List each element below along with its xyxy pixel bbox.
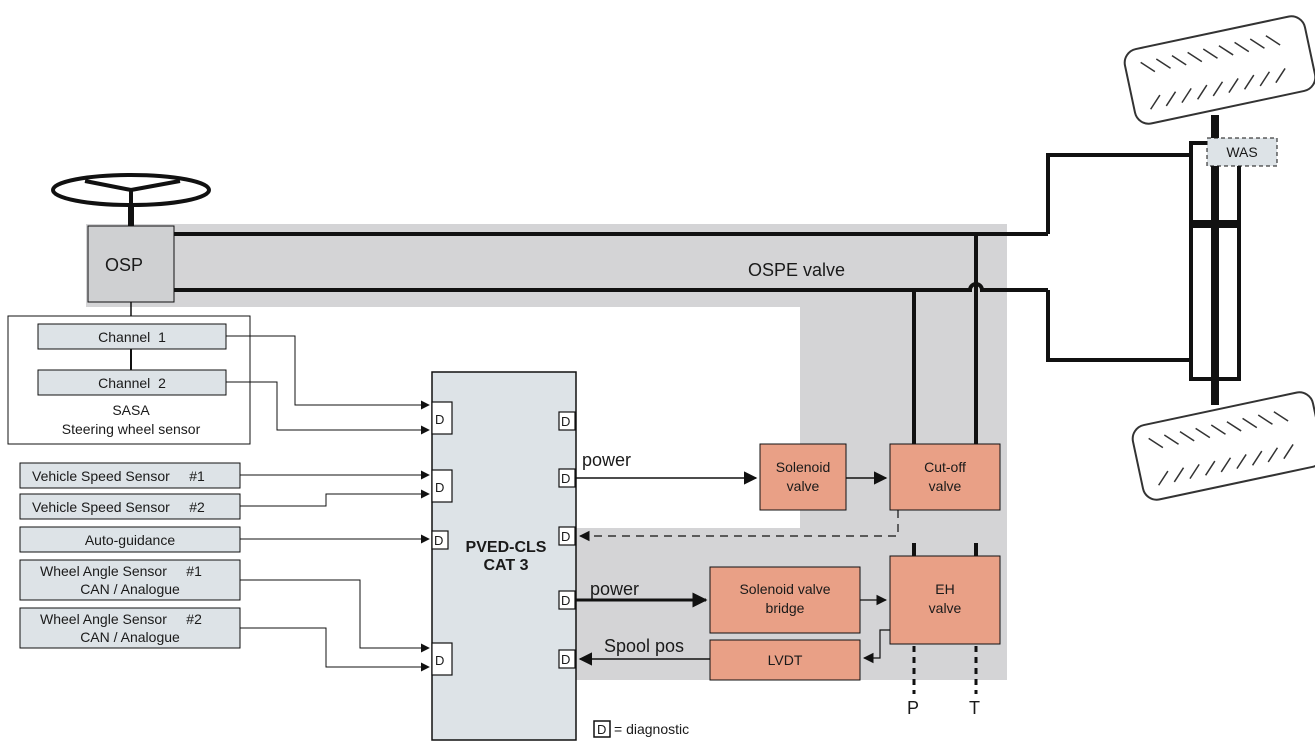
vehicle-speed-sensor-2-label: Vehicle Speed Sensor #2	[32, 499, 205, 515]
wheel-angle-sensor-1-box	[19, 559, 241, 601]
osp-box	[87, 225, 175, 303]
cut-off-valve-label-2: valve	[929, 478, 962, 494]
eh-valve-label-2: valve	[929, 600, 962, 616]
power-signal-label-2: power	[590, 579, 639, 599]
svg-text:D: D	[561, 529, 570, 544]
solenoid-valve-label-2: valve	[787, 478, 820, 494]
svg-text:D: D	[435, 653, 444, 668]
auto-guidance-label: Auto-guidance	[85, 532, 176, 548]
channel-2-box	[37, 369, 227, 396]
front-wheel-bottom-icon	[1131, 391, 1315, 501]
ospe-valve-band	[86, 224, 1007, 680]
solenoid-valve-bridge-label-1: Solenoid valve	[739, 581, 830, 597]
wheel-angle-sensor-2-label: Wheel Angle Sensor #2	[40, 611, 202, 627]
svg-text:D: D	[561, 593, 570, 608]
eh-valve-label-1: EH	[935, 581, 954, 597]
pved-right-diagnostic-ports: D D D D D	[558, 411, 576, 669]
wheel-angle-sensor-2-bus: CAN / Analogue	[80, 629, 180, 645]
diagnostic-legend-icon	[593, 720, 611, 738]
channel-1-label: Channel 1	[98, 329, 166, 345]
pressure-port-label: P	[907, 698, 919, 718]
vehicle-speed-sensor-1-label: Vehicle Speed Sensor #1	[32, 468, 205, 484]
osp-label: OSP	[105, 255, 143, 275]
wheel-angle-sensor-1-bus: CAN / Analogue	[80, 581, 180, 597]
solenoid-valve-bridge-label-2: bridge	[766, 600, 805, 616]
wheel-angle-sensor-2-box	[19, 607, 241, 649]
sasa-subtitle: Steering wheel sensor	[62, 421, 201, 437]
pved-cls-label: PVED-CLS	[466, 539, 547, 556]
svg-text:D: D	[435, 412, 444, 427]
pved-left-diagnostic-ports: D D D D	[431, 401, 453, 676]
diagnostic-legend-text: = diagnostic	[614, 721, 689, 737]
svg-text:D: D	[561, 652, 570, 667]
cutoff-feedback-line	[578, 510, 899, 542]
svg-text:D: D	[561, 471, 570, 486]
svg-text:D: D	[434, 533, 443, 548]
ospe-valve-label: OSPE valve	[748, 260, 845, 280]
solenoid-valve-bridge-box	[709, 566, 861, 634]
solenoid-valve-box	[759, 443, 847, 511]
solenoid-valve-label-1: Solenoid	[776, 459, 831, 475]
pressure-tank-lines	[912, 646, 978, 694]
lvdt-box	[709, 639, 861, 681]
was-sensor-label: WAS	[1226, 144, 1257, 160]
svg-text:D: D	[561, 414, 570, 429]
auto-guidance-box	[19, 526, 241, 553]
pved-cls-controller	[431, 371, 577, 741]
cut-off-valve-label-1: Cut-off	[924, 459, 966, 475]
svg-text:D: D	[597, 722, 606, 737]
lvdt-label: LVDT	[768, 652, 803, 668]
spool-pos-label: Spool pos	[604, 636, 684, 656]
steering-wheel-icon	[51, 173, 211, 228]
pved-cat-label: CAT 3	[483, 557, 528, 574]
was-sensor-box	[1206, 137, 1278, 167]
cut-off-valve-box	[889, 443, 1001, 511]
svg-text:D: D	[435, 480, 444, 495]
sasa-title: SASA	[112, 402, 150, 418]
input-signal-lines	[226, 335, 430, 672]
eh-valve-box	[889, 555, 1001, 645]
tank-port-label: T	[969, 698, 980, 718]
channel-2-label: Channel 2	[98, 375, 166, 391]
wheel-angle-sensor-1-label: Wheel Angle Sensor #1	[40, 563, 202, 579]
front-wheel-top-icon	[1123, 15, 1315, 125]
hydraulic-lines	[174, 153, 1191, 556]
power-signal-label-1: power	[582, 450, 631, 470]
